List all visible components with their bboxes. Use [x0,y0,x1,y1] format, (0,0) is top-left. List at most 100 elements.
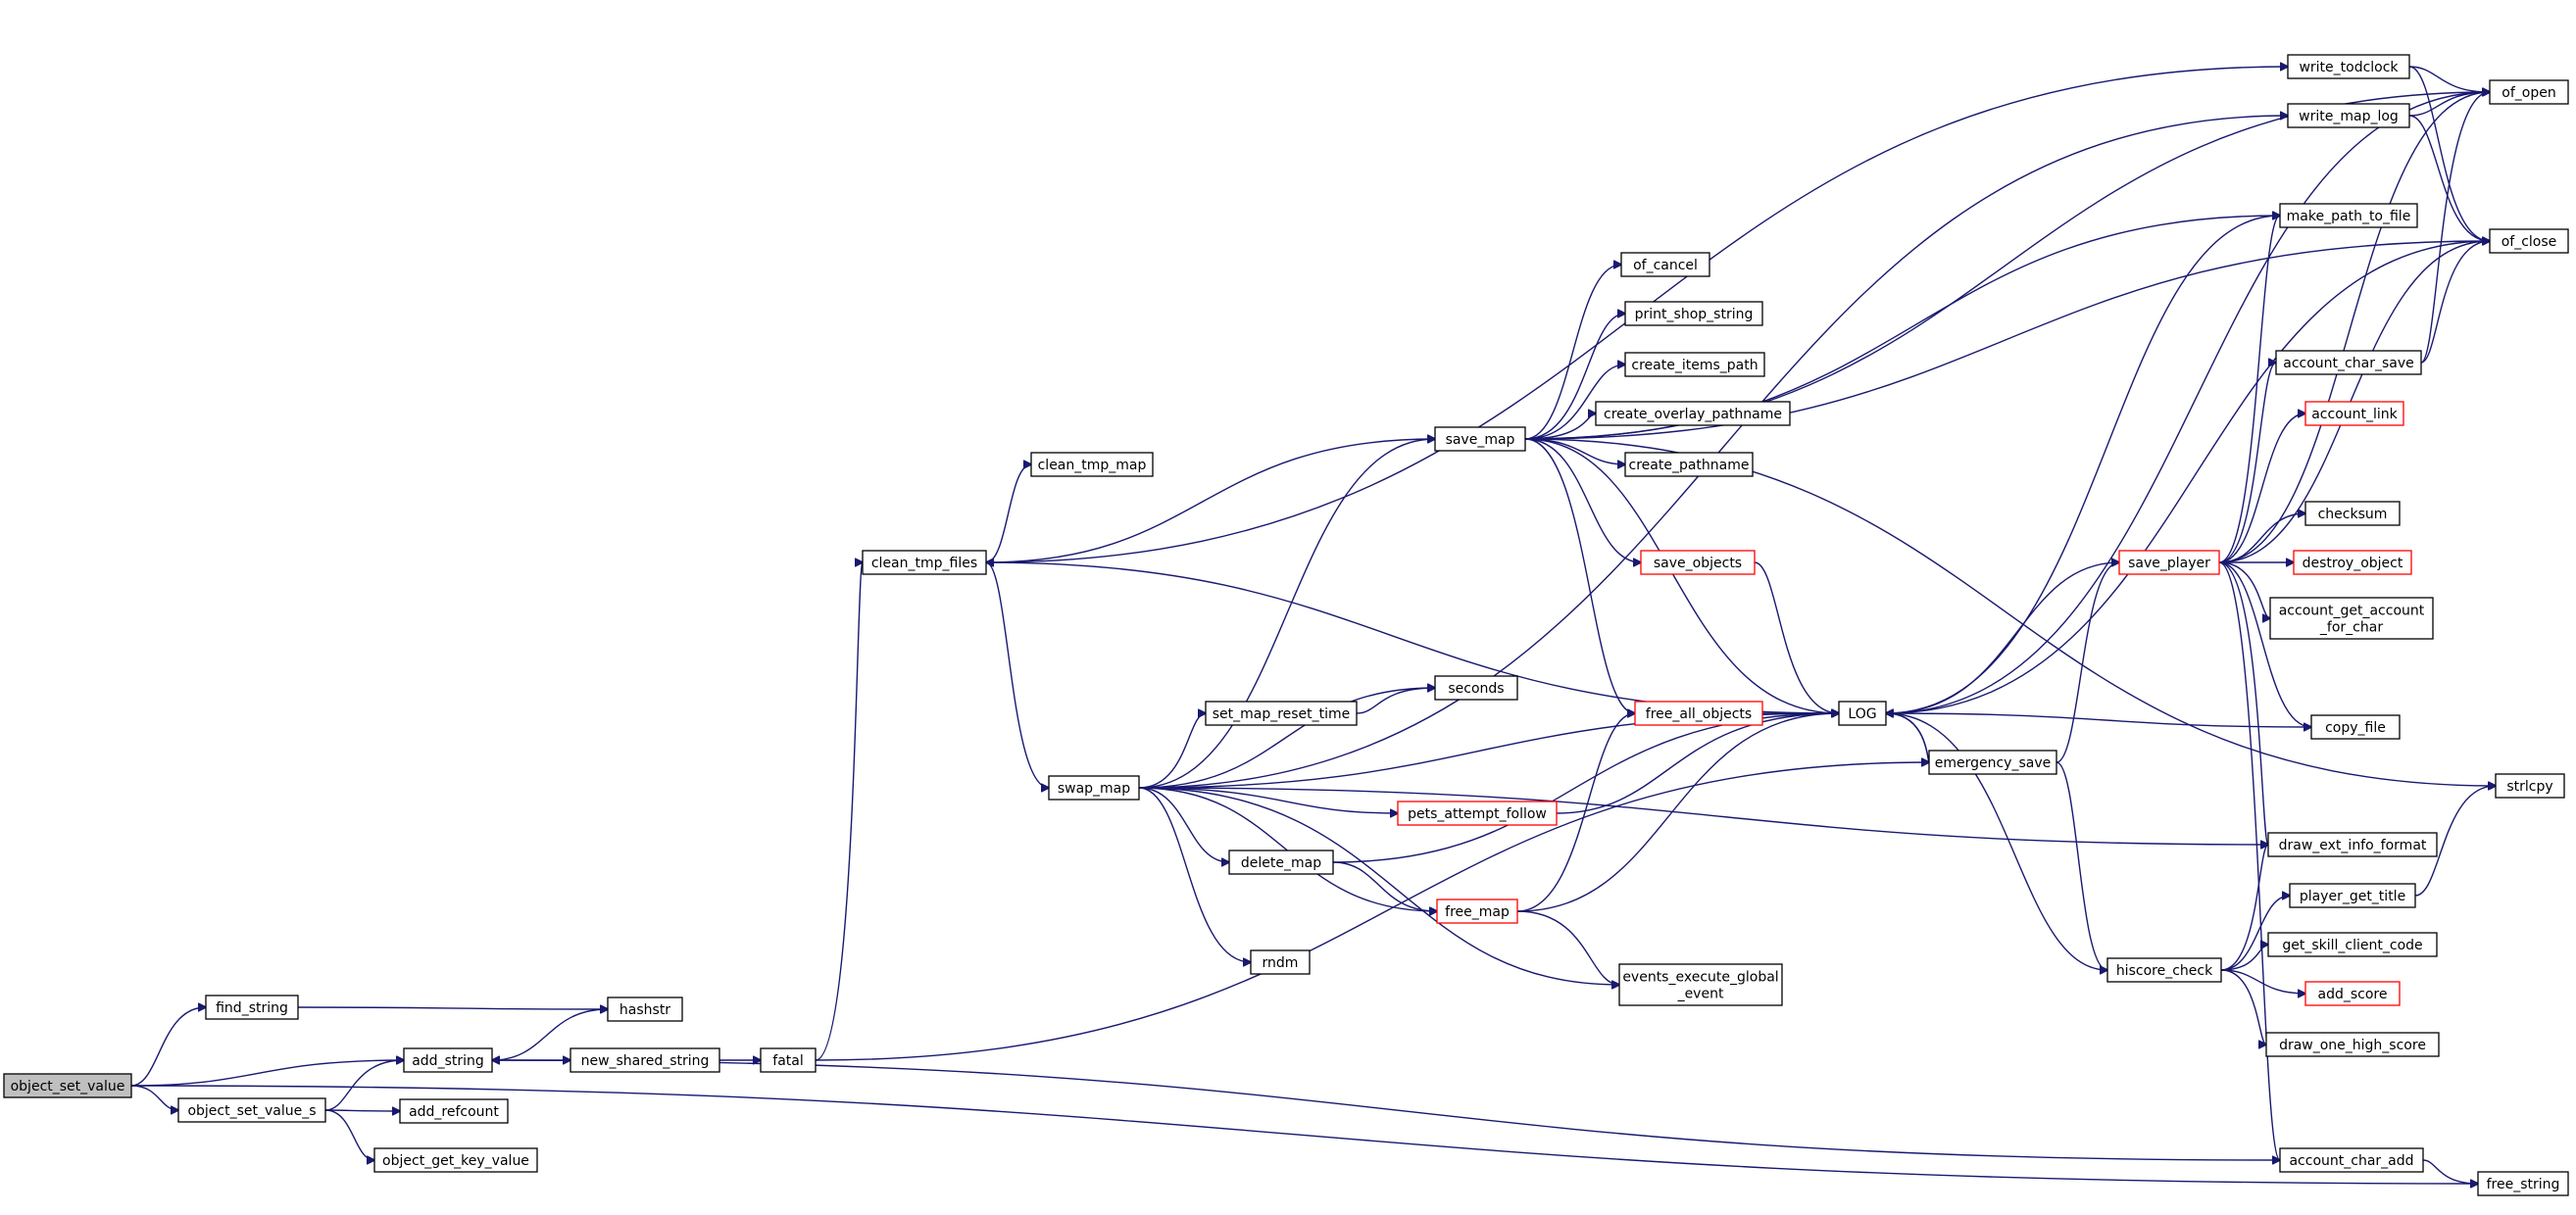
node-hiscore-check[interactable]: hiscore_check [2106,957,2222,983]
node-emergency-save[interactable]: emergency_save [1928,750,2057,775]
node-label: hashstr [619,1002,670,1018]
node-set-map-reset-time[interactable]: set_map_reset_time [1205,701,1358,726]
edge-free_map-to-free_all_objects [1516,713,1635,912]
node-pets-attempt-follow[interactable]: pets_attempt_follow [1397,801,1558,826]
node-LOG[interactable]: LOG [1838,701,1887,726]
node-fatal[interactable]: fatal [760,1047,817,1073]
node-events-execute-global-event[interactable]: events_execute_global_event [1618,963,1783,1006]
node-label: of_close [2502,234,2557,250]
edge-swap_map-to-set_map_reset_time [1138,713,1206,789]
node-add-string[interactable]: add_string [403,1047,493,1073]
edge-swap_map-to-draw_ext_info_format [1138,787,2268,845]
node-box [1250,949,1311,975]
edge-save_map-to-create_items_path [1524,364,1625,440]
node-of-close[interactable]: of_close [2489,228,2569,254]
node-draw-ext-info-format[interactable]: draw_ext_info_format [2267,832,2438,857]
node-new-shared-string[interactable]: new_shared_string [570,1047,720,1073]
node-account-char-save[interactable]: account_char_save [2275,350,2422,375]
node-box [1618,963,1783,1006]
node-print-shop-string[interactable]: print_shop_string [1624,301,1763,326]
node-account-get-account-for-char[interactable]: account_get_account_for_char [2269,597,2434,640]
node-box [3,1073,132,1098]
edge-LOG-to-clean_tmp_files [986,562,1840,714]
edge-swap_map-to-events_execute_global_event [1138,787,1619,985]
node-add-score[interactable]: add_score [2304,981,2401,1006]
edge-account_char_save-to-of_open [2420,92,2490,364]
node-write-todclock[interactable]: write_todclock [2287,54,2410,79]
node-box [2310,714,2401,740]
node-label: write_todclock [2299,60,2399,75]
node-object-set-value[interactable]: object_set_value [3,1073,132,1098]
node-label: add_refcount [409,1104,499,1120]
node-save-player[interactable]: save_player [2118,550,2220,575]
node-of-open[interactable]: of_open [2489,79,2569,105]
node-swap-map[interactable]: swap_map [1048,775,1140,801]
edge-player_get_title-to-strlcpy [2414,786,2496,897]
node-box [2279,203,2418,228]
node-label: emergency_save [1935,755,2052,771]
edge-save_map-to-LOG [1524,438,1839,713]
node-account-link[interactable]: account_link [2304,401,2404,426]
node-find-string[interactable]: find_string [205,995,299,1020]
node-free-map[interactable]: free_map [1436,899,1518,924]
node-clean-tmp-map[interactable]: clean_tmp_map [1030,452,1154,477]
edge-free_map-to-events_execute_global_event [1516,910,1619,985]
edge-save_player-to-account_char_add [2218,561,2280,1160]
node-save-map[interactable]: save_map [1434,426,1526,452]
node-object-get-key-value[interactable]: object_get_key_value [373,1147,538,1173]
node-add-refcount[interactable]: add_refcount [399,1098,509,1124]
edge-save_player-to-of_open [2218,92,2490,563]
node-create-overlay-pathname[interactable]: create_overlay_pathname [1595,401,1791,426]
edge-object_set_value_s-to-add_string [324,1060,404,1111]
edge-save_map-to-print_shop_string [1524,314,1625,440]
node-create-pathname[interactable]: create_pathname [1624,452,1754,477]
node-draw-one-high-score[interactable]: draw_one_high_score [2265,1032,2440,1057]
node-label: seconds [1448,681,1504,697]
node-of-cancel[interactable]: of_cancel [1620,252,1710,277]
node-player-get-title[interactable]: player_get_title [2289,883,2416,908]
edge-save_player-to-account_get_account_for_char [2218,561,2270,618]
edge-fatal-to-emergency_save [815,762,1929,1061]
node-box [177,1097,326,1123]
node-account-char-add[interactable]: account_char_add [2279,1147,2424,1173]
node-save-objects[interactable]: save_objects [1640,550,1756,575]
node-label: save_player [2128,556,2210,571]
node-delete-map[interactable]: delete_map [1228,850,1334,875]
edge-hiscore_check-to-player_get_title [2220,896,2290,971]
node-free-string[interactable]: free_string [2477,1171,2569,1196]
node-object-set-value-s[interactable]: object_set_value_s [177,1097,326,1123]
node-free-all-objects[interactable]: free_all_objects [1634,701,1763,726]
edge-swap_map-to-rndm [1138,787,1251,962]
node-seconds[interactable]: seconds [1434,675,1518,701]
node-label: strlcpy [2506,779,2552,795]
node-box [1838,701,1887,726]
edge-write_map_log-to-of_close [2408,115,2490,241]
edge-account_char_add-to-free_string [2422,1159,2478,1184]
node-label: account_char_save [2283,356,2413,371]
edge-object_set_value-to-object_set_value_s [130,1085,178,1110]
node-label: of_open [2502,85,2555,101]
node-clean-tmp-files[interactable]: clean_tmp_files [862,550,987,575]
node-make-path-to-file[interactable]: make_path_to_file [2279,203,2418,228]
node-box [373,1147,538,1173]
node-copy-file[interactable]: copy_file [2310,714,2401,740]
node-box [1624,452,1754,477]
node-write-map-log[interactable]: write_map_log [2287,103,2410,128]
edge-clean_tmp_files-to-save_map [985,439,1435,563]
edge-LOG-to-of_open [1885,92,2490,714]
node-destroy-object[interactable]: destroy_object [2293,550,2412,575]
node-label: account_link [2311,407,2398,422]
node-create-items-path[interactable]: create_items_path [1624,352,1765,377]
edge-save_player-to-account_char_save [2218,363,2276,563]
edge-object_set_value-to-add_string [130,1060,404,1087]
node-strlcpy[interactable]: strlcpy [2495,773,2565,799]
node-get-skill-client-code[interactable]: get_skill_client_code [2267,932,2438,957]
node-hashstr[interactable]: hashstr [607,996,683,1022]
node-box [1205,701,1358,726]
node-box [2489,79,2569,105]
node-label: checksum [2318,507,2388,522]
node-checksum[interactable]: checksum [2304,501,2401,526]
edge-write_map_log-to-of_open [2408,92,2490,117]
edge-write_todclock-to-of_close [2408,66,2490,241]
node-rndm[interactable]: rndm [1250,949,1311,975]
